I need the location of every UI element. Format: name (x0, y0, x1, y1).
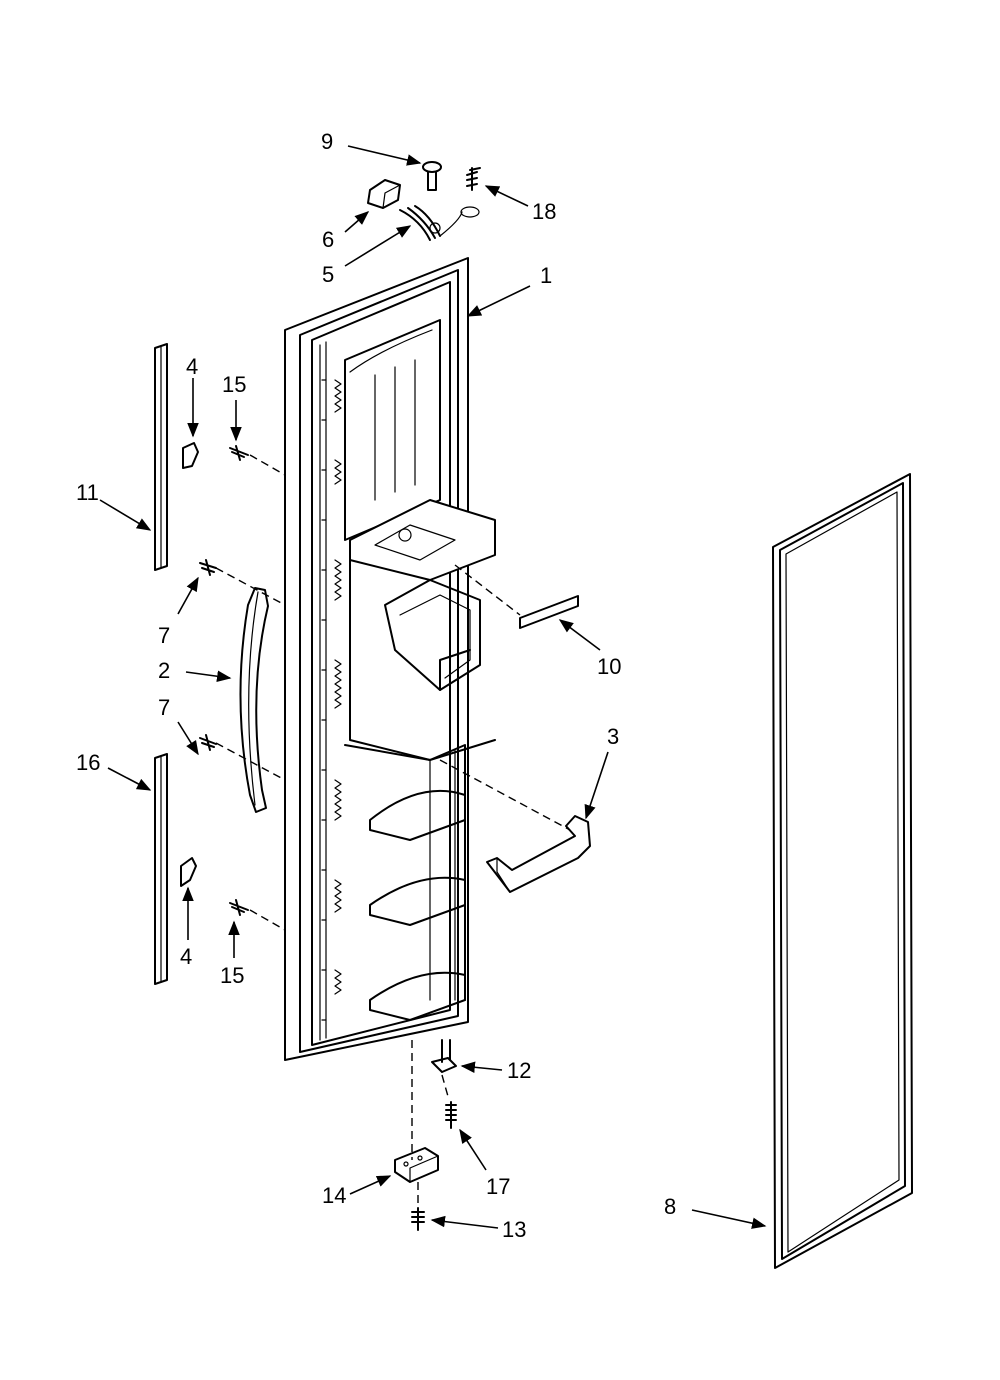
screw-13 (411, 1207, 425, 1231)
callout-4-top: 4 (186, 354, 198, 379)
callout-6: 6 (322, 227, 334, 252)
callout-1: 1 (540, 263, 552, 288)
callout-11: 11 (76, 480, 99, 505)
clip-4-top (182, 442, 199, 469)
wire-harness (399, 205, 480, 241)
screw-7-top (199, 559, 217, 576)
screw-17 (445, 1101, 457, 1129)
callout-4-bottom: 4 (180, 944, 192, 969)
clip-4-bottom (180, 857, 197, 887)
trim-strip-16 (154, 753, 168, 985)
bar-10 (519, 595, 579, 629)
screw-7-bottom (199, 734, 217, 751)
alignment-lines (215, 454, 571, 1205)
door-bin-3 (486, 815, 591, 893)
screw-18 (466, 167, 481, 191)
leader-lines (99, 145, 767, 1229)
callout-labels: 9 18 6 5 1 4 15 11 7 2 7 16 4 15 10 3 12… (76, 129, 676, 1242)
door-panel (284, 257, 496, 1061)
door-gasket-8 (772, 473, 913, 1269)
callout-16: 16 (76, 750, 100, 775)
callout-9: 9 (321, 129, 333, 154)
callout-18: 18 (532, 199, 556, 224)
callout-12: 12 (507, 1058, 531, 1083)
callout-8: 8 (664, 1194, 676, 1219)
callout-5: 5 (322, 262, 334, 287)
hinge-12 (431, 1039, 457, 1073)
hinge-plate-14 (394, 1147, 439, 1183)
callout-7-bottom: 7 (158, 695, 170, 720)
callout-3: 3 (607, 724, 619, 749)
screw-15-bottom (229, 899, 249, 916)
callout-17: 17 (486, 1174, 510, 1199)
callout-10: 10 (597, 654, 621, 679)
callout-15-bottom: 15 (220, 963, 244, 988)
callout-15-top: 15 (222, 372, 246, 397)
screw-15-top (229, 445, 249, 461)
callout-7-top: 7 (158, 623, 170, 648)
callout-2: 2 (158, 658, 170, 683)
door-handle-2 (239, 587, 269, 813)
callout-14: 14 (322, 1183, 346, 1208)
screw-9 (422, 161, 442, 191)
trim-strip-11 (154, 343, 168, 571)
callout-13: 13 (502, 1217, 526, 1242)
wire-connector (367, 179, 401, 209)
